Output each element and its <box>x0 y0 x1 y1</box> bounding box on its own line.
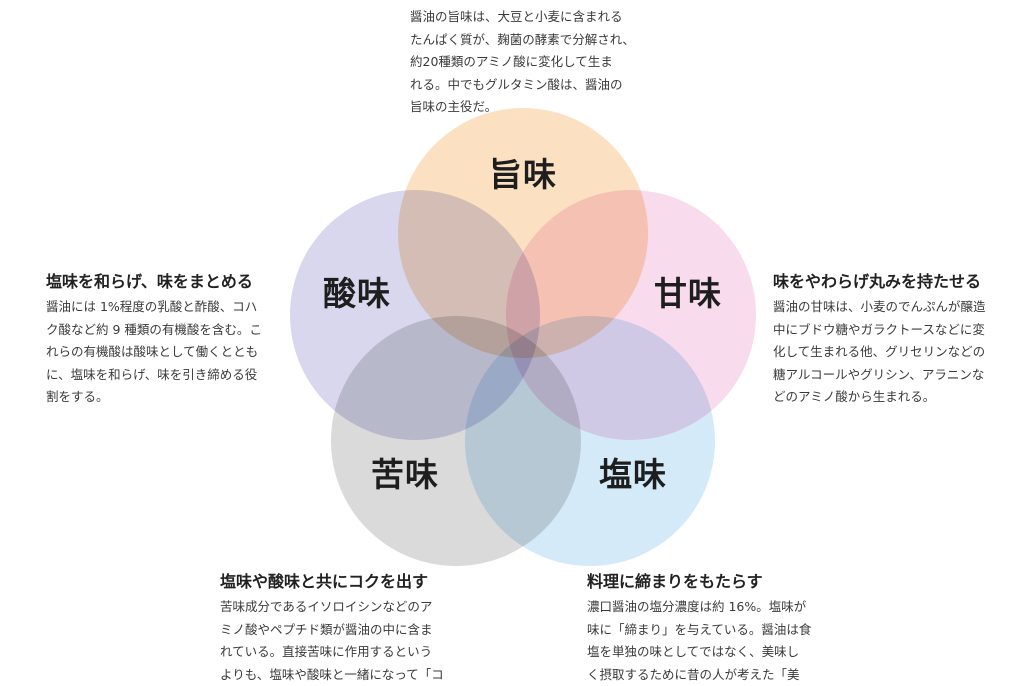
salty-heading: 料理に締まりをもたらす <box>587 570 811 594</box>
text-line: 醤油の甘味は、小麦のでんぷんが醸造 <box>773 296 986 319</box>
sour-heading: 塩味を和らげ、味をまとめる <box>46 270 262 294</box>
text-line: 約20種類のアミノ酸に変化して生ま <box>410 51 635 74</box>
bitter-description: 塩味や酸味と共にコクを出す 苦味成分であるイソロイシンなどのア ミノ酸やペプチド… <box>220 570 444 686</box>
text-line: たんぱく質が、麹菌の酵素で分解され、 <box>410 29 635 52</box>
umami-label: 旨味 <box>489 148 557 196</box>
umami-description: 醤油の旨味は、大豆と小麦に含まれる たんぱく質が、麹菌の酵素で分解され、 約20… <box>410 6 635 119</box>
sweet-description: 味をやわらげ丸みを持たせる 醤油の甘味は、小麦のでんぷんが醸造 中にブドウ糖やガ… <box>773 270 986 409</box>
sweet-heading: 味をやわらげ丸みを持たせる <box>773 270 986 294</box>
text-line: 味に「締まり」を与えている。醤油は食 <box>587 619 811 642</box>
text-line: 濃口醤油の塩分濃度は約 16%。塩味が <box>587 596 811 619</box>
text-line: 塩を単独の味としてではなく、美味し <box>587 641 811 664</box>
sour-label: 酸味 <box>323 267 391 315</box>
bitter-heading: 塩味や酸味と共にコクを出す <box>220 570 444 594</box>
text-line: 糖アルコールやグリシン、アラニンな <box>773 364 986 387</box>
text-line: れている。直接苦味に作用するという <box>220 641 444 664</box>
text-line: 苦味成分であるイソロイシンなどのア <box>220 596 444 619</box>
salty-description: 料理に締まりをもたらす 濃口醤油の塩分濃度は約 16%。塩味が 味に「締まり」を… <box>587 570 811 686</box>
text-line: 醤油には 1%程度の乳酸と酢酸、コハ <box>46 296 262 319</box>
salty-circle <box>465 316 715 566</box>
text-line: どのアミノ酸から生まれる。 <box>773 386 986 409</box>
bitter-label: 苦味 <box>371 448 439 496</box>
text-line: 旨味の主役だ。 <box>410 96 635 119</box>
sour-description: 塩味を和らげ、味をまとめる 醤油には 1%程度の乳酸と酢酸、コハ ク酸など約 9… <box>46 270 262 409</box>
text-line: 割をする。 <box>46 386 262 409</box>
sweet-label: 甘味 <box>654 267 722 315</box>
text-line: れらの有機酸は酸味として働くととも <box>46 341 262 364</box>
salty-label: 塩味 <box>599 448 667 496</box>
text-line: 化して生まれる他、グリセリンなどの <box>773 341 986 364</box>
text-line: 醤油の旨味は、大豆と小麦に含まれる <box>410 6 635 29</box>
text-line: れる。中でもグルタミン酸は、醤油の <box>410 74 635 97</box>
text-line: ミノ酸やペプチド類が醤油の中に含ま <box>220 619 444 642</box>
text-line: 中にブドウ糖やガラクトースなどに変 <box>773 319 986 342</box>
text-line: ク酸など約 9 種類の有機酸を含む。こ <box>46 319 262 342</box>
text-line: に、塩味を和らげ、味を引き締める役 <box>46 364 262 387</box>
